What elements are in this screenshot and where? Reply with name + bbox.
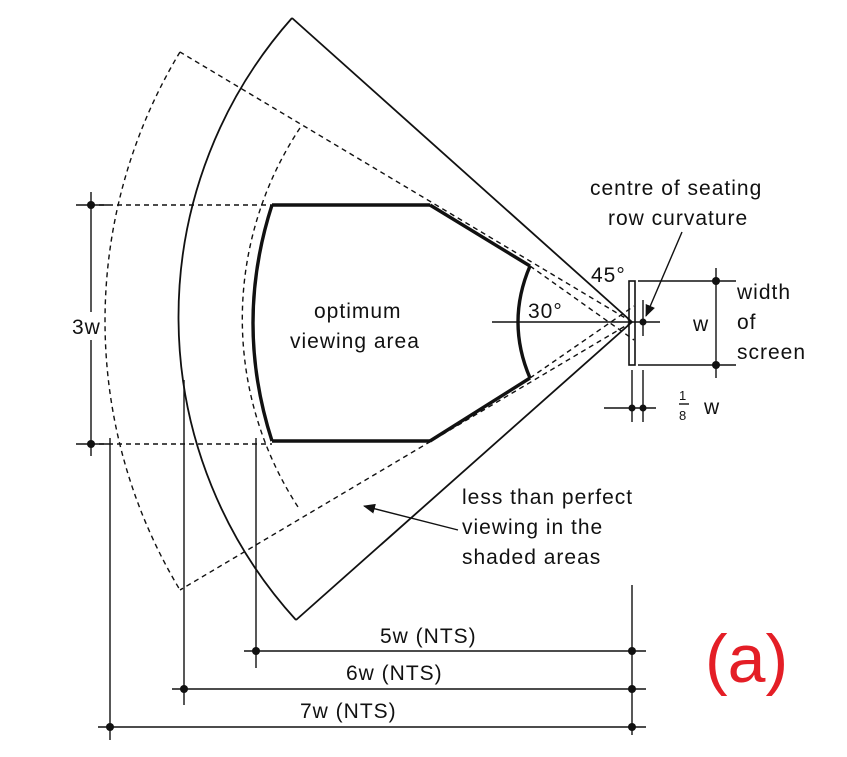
middle-solid-wedge xyxy=(177,17,633,621)
centre-leader-arrow xyxy=(645,231,683,317)
screen-w-label: w xyxy=(692,313,709,336)
panel-label: (a) xyxy=(705,621,788,697)
curvature-centre-point xyxy=(639,318,647,326)
width-label-line1: width xyxy=(736,281,791,304)
optimum-label-line2: viewing area xyxy=(290,330,420,353)
ray-30-upper xyxy=(529,265,635,341)
screen xyxy=(628,280,636,366)
fraction-numerator: 1 xyxy=(679,388,686,403)
ray-30-lower xyxy=(529,305,635,379)
screen-width-dimension xyxy=(638,268,736,378)
distance-dimensions xyxy=(98,380,646,740)
eighth-w-dimension xyxy=(604,370,689,422)
dim-6w-label: 6w (NTS) xyxy=(346,662,443,685)
shaded-label-line2: viewing in the xyxy=(462,516,603,539)
shaded-label-line1: less than perfect xyxy=(462,486,633,509)
inner-dashed-arc xyxy=(241,127,301,511)
angle-30-label: 30° xyxy=(528,300,563,323)
three-w-dimension xyxy=(76,192,108,456)
optimum-area-outline xyxy=(251,203,532,443)
dim-7w-label: 7w (NTS) xyxy=(300,700,397,723)
optimum-label-line1: optimum xyxy=(314,300,402,323)
width-label-line3: screen xyxy=(737,341,806,364)
width-label-line2: of xyxy=(737,311,757,334)
shaded-leader-arrow xyxy=(363,503,459,531)
centre-label-line2: row curvature xyxy=(608,207,748,230)
centre-label-line1: centre of seating xyxy=(590,177,762,200)
three-w-label: 3w xyxy=(72,316,101,339)
shaded-label-line3: shaded areas xyxy=(462,546,601,569)
fraction-w-label: w xyxy=(703,396,720,419)
fraction-denominator: 8 xyxy=(679,408,686,423)
angle-45-label: 45° xyxy=(591,264,626,287)
outer-dashed-wedge xyxy=(104,51,633,591)
dim-5w-label: 5w (NTS) xyxy=(380,625,477,648)
